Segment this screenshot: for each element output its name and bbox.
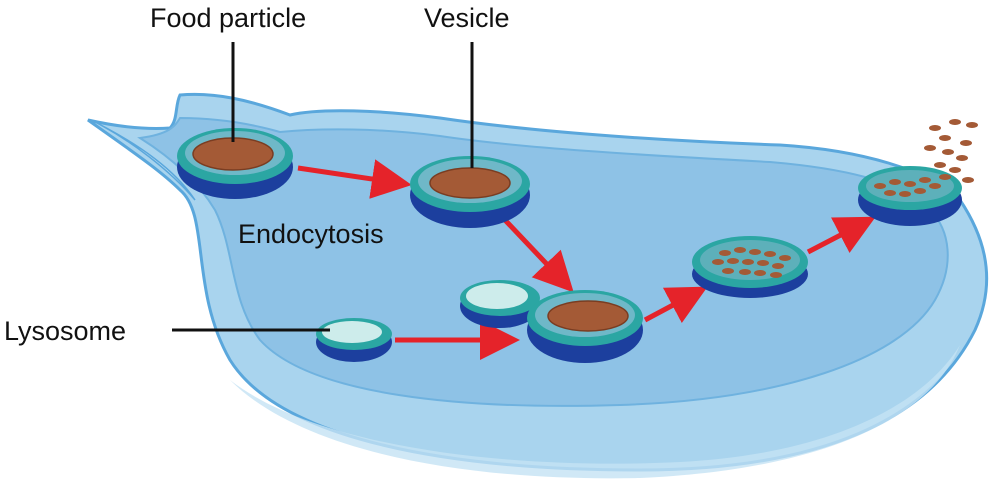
lysosome: [316, 318, 392, 362]
arrow-food-to-vesicle: [297, 159, 412, 199]
label-lysosome: Lysosome: [4, 316, 126, 346]
vesicle-exocytosis: [858, 119, 978, 226]
leader-lines: [172, 42, 474, 332]
released-fragments: [874, 119, 978, 197]
cell-left-fold: [94, 121, 196, 201]
vesicle-fusion: [527, 290, 643, 363]
food-fragments: [712, 247, 791, 278]
label-endocytosis: Endocytosis: [238, 219, 384, 249]
arrows: [297, 159, 876, 360]
vesicle-food-particle: [177, 128, 293, 199]
vesicle-2: [410, 156, 530, 228]
arrow-fusion-to-digestion: [643, 286, 708, 324]
label-food-particle: Food particle: [150, 3, 306, 33]
label-vesicle: Vesicle: [424, 3, 510, 33]
vesicle-digesting: [692, 236, 808, 298]
fusing-lysosome: [460, 280, 540, 328]
arrow-vesicle-to-fusion: [503, 218, 574, 293]
arrow-digestion-to-exit: [806, 216, 876, 255]
food-particle: [192, 137, 274, 171]
food-particle-in-vesicle: [429, 167, 511, 199]
food-particle-fusing: [547, 300, 629, 332]
